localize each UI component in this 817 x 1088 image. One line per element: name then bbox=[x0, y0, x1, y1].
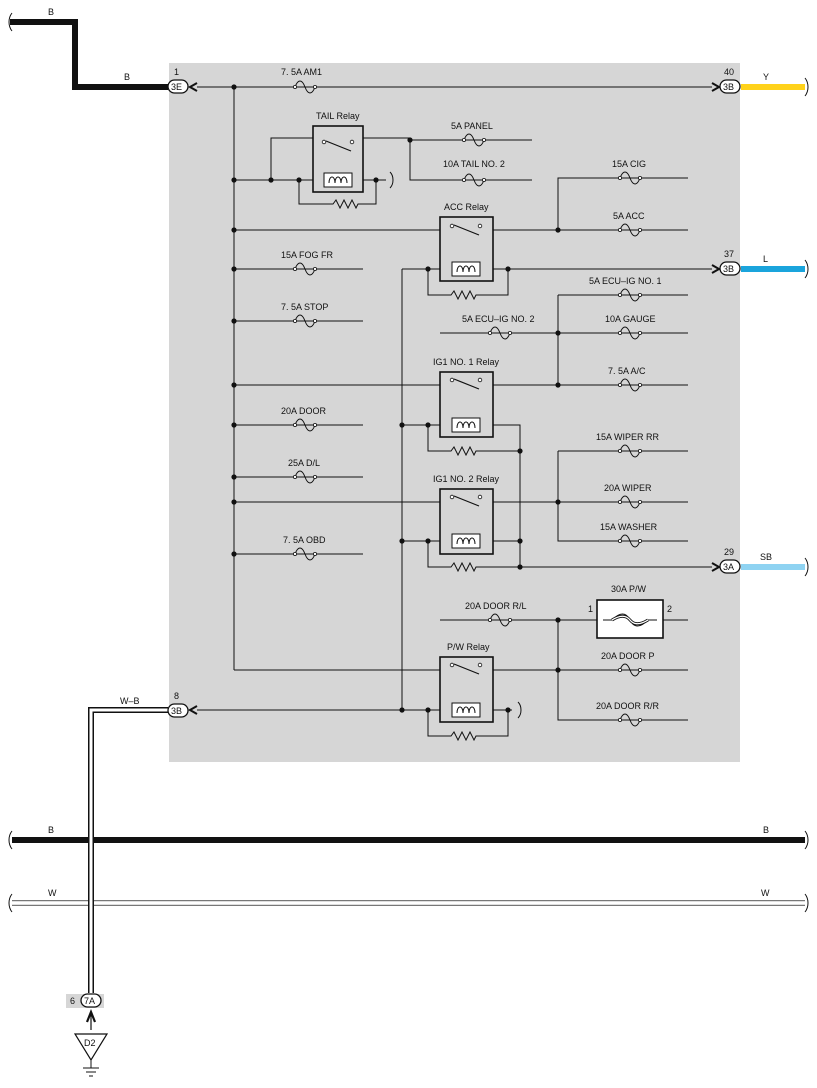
bus-w-label-left: W bbox=[48, 888, 57, 898]
pw-fuse-pin2: 2 bbox=[667, 604, 672, 614]
fuse-label-ecuig1: 5A ECU–IG NO. 1 bbox=[589, 276, 662, 286]
ig1-no1-relay bbox=[439, 371, 494, 456]
wire-label-l: L bbox=[763, 254, 768, 264]
pw-fuse-label: 30A P/W bbox=[611, 584, 647, 594]
connector-pin-40: 40 bbox=[724, 67, 734, 77]
junction-dots bbox=[231, 84, 561, 713]
connector-pin-8: 8 bbox=[174, 691, 179, 701]
wire-sb-out bbox=[741, 557, 809, 577]
bus-w bbox=[8, 893, 809, 913]
fuse-label-fogfr: 15A FOG FR bbox=[281, 250, 334, 260]
connector-7a-pin6: 7A 6 bbox=[66, 993, 104, 1030]
fuse-label-am1: 7. 5A AM1 bbox=[281, 67, 322, 77]
connector-3a-pin29: 3A bbox=[711, 559, 741, 574]
svg-text:3E: 3E bbox=[171, 82, 182, 92]
svg-text:6: 6 bbox=[70, 996, 75, 1006]
fuse-label-panel: 5A PANEL bbox=[451, 121, 493, 131]
connector-3e-pin1: 3E bbox=[167, 79, 198, 94]
fuse-label-door: 20A DOOR bbox=[281, 406, 327, 416]
wire-label-b-top: B bbox=[48, 7, 54, 17]
svg-text:7A: 7A bbox=[84, 996, 95, 1006]
bus-b bbox=[8, 830, 809, 850]
wire-wb-ground bbox=[88, 707, 168, 993]
svg-text:3B: 3B bbox=[723, 264, 734, 274]
acc-relay-label: ACC Relay bbox=[444, 202, 489, 212]
svg-text:D2: D2 bbox=[84, 1038, 96, 1048]
acc-relay bbox=[439, 216, 494, 300]
fuse-label-wiperrr: 15A WIPER RR bbox=[596, 432, 660, 442]
fuse-label-doorrr: 20A DOOR R/R bbox=[596, 701, 660, 711]
wire-label-y: Y bbox=[763, 72, 769, 82]
fuse-label-wiper: 20A WIPER bbox=[604, 483, 652, 493]
ig1-no2-relay-label: IG1 NO. 2 Relay bbox=[433, 474, 500, 484]
svg-text:3B: 3B bbox=[723, 82, 734, 92]
fuse-label-dl: 25A D/L bbox=[288, 458, 320, 468]
connector-3b-pin8: 3B bbox=[167, 703, 198, 718]
bus-b-label-left: B bbox=[48, 825, 54, 835]
fuse-label-ac: 7. 5A A/C bbox=[608, 366, 646, 376]
wire-label-sb: SB bbox=[760, 552, 772, 562]
fuse-label-obd: 7. 5A OBD bbox=[283, 535, 326, 545]
tail-relay bbox=[312, 125, 394, 209]
wire-l-out bbox=[741, 259, 809, 279]
bus-b-label-right: B bbox=[763, 825, 769, 835]
fuse-label-acc: 5A ACC bbox=[613, 211, 645, 221]
fuse-label-ecuig2: 5A ECU–IG NO. 2 bbox=[462, 314, 535, 324]
ig1-no1-relay-label: IG1 NO. 1 Relay bbox=[433, 357, 500, 367]
fuse-label-doorrl: 20A DOOR R/L bbox=[465, 601, 527, 611]
pw-relay-label: P/W Relay bbox=[447, 642, 490, 652]
pw-fusible-link bbox=[596, 599, 664, 639]
pw-relay bbox=[439, 656, 522, 741]
fuse-label-gauge: 10A GAUGE bbox=[605, 314, 656, 324]
wire-y-out bbox=[741, 77, 809, 97]
fuse-label-washer: 15A WASHER bbox=[600, 522, 658, 532]
tail-relay-label: TAIL Relay bbox=[316, 111, 360, 121]
bus-w-label-right: W bbox=[761, 888, 770, 898]
svg-text:3A: 3A bbox=[723, 562, 734, 572]
fuse-label-doorp: 20A DOOR P bbox=[601, 651, 655, 661]
pw-fuse-pin1: 1 bbox=[588, 604, 593, 614]
connector-pin-37: 37 bbox=[724, 249, 734, 259]
wire-label-wb: W–B bbox=[120, 696, 140, 706]
connector-pin-1: 1 bbox=[174, 67, 179, 77]
connector-3b-pin37: 3B bbox=[711, 261, 741, 276]
wire-label-b-entry: B bbox=[124, 72, 130, 82]
ground-symbol: D2 bbox=[73, 1033, 109, 1077]
connector-pin-29: 29 bbox=[724, 547, 734, 557]
ig1-no2-relay bbox=[439, 488, 494, 572]
fuse-label-cig: 15A CIG bbox=[612, 159, 646, 169]
wire-b-top bbox=[8, 12, 168, 90]
connector-3b-pin40: 3B bbox=[711, 79, 741, 94]
fuse-label-stop: 7. 5A STOP bbox=[281, 302, 328, 312]
fuse-label-tail2: 10A TAIL NO. 2 bbox=[443, 159, 505, 169]
svg-text:3B: 3B bbox=[171, 706, 182, 716]
